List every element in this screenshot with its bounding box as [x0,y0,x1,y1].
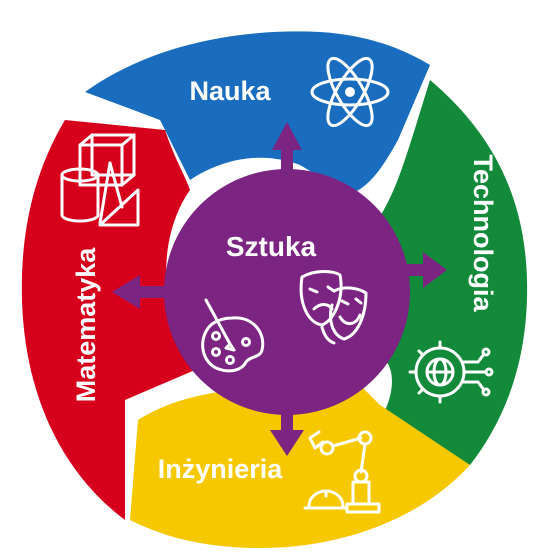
theater-masks-icon [299,270,368,345]
paint-palette-icon [201,298,265,373]
atom-icon [310,56,390,128]
arrow-right-head [423,252,447,288]
segment-label-nauka: Nauka [189,76,271,106]
arrows [112,122,447,456]
arrow-left-head [112,275,140,309]
segment-label-technologia: Technologia [468,154,498,312]
arrow-up-shaft [281,150,293,180]
center-circle [164,169,410,415]
geometry-shapes-icon [60,133,140,227]
segment-inzynieria [130,375,470,548]
arrow-down-shaft [281,404,293,430]
arrow-right-shaft [405,264,427,276]
gear-circuit-globe-icon [408,340,494,404]
segment-label-inzynieria: Inżynieria [158,454,284,484]
arrow-left-shaft [138,286,168,298]
arrow-down-head [270,430,304,456]
arrow-up-head [272,122,302,150]
robot-arm-hardhat-icon [303,430,381,514]
center-label: Sztuka [226,231,317,262]
segment-label-matematyka: Matematyka [71,247,101,403]
segment-nauka [85,31,430,195]
